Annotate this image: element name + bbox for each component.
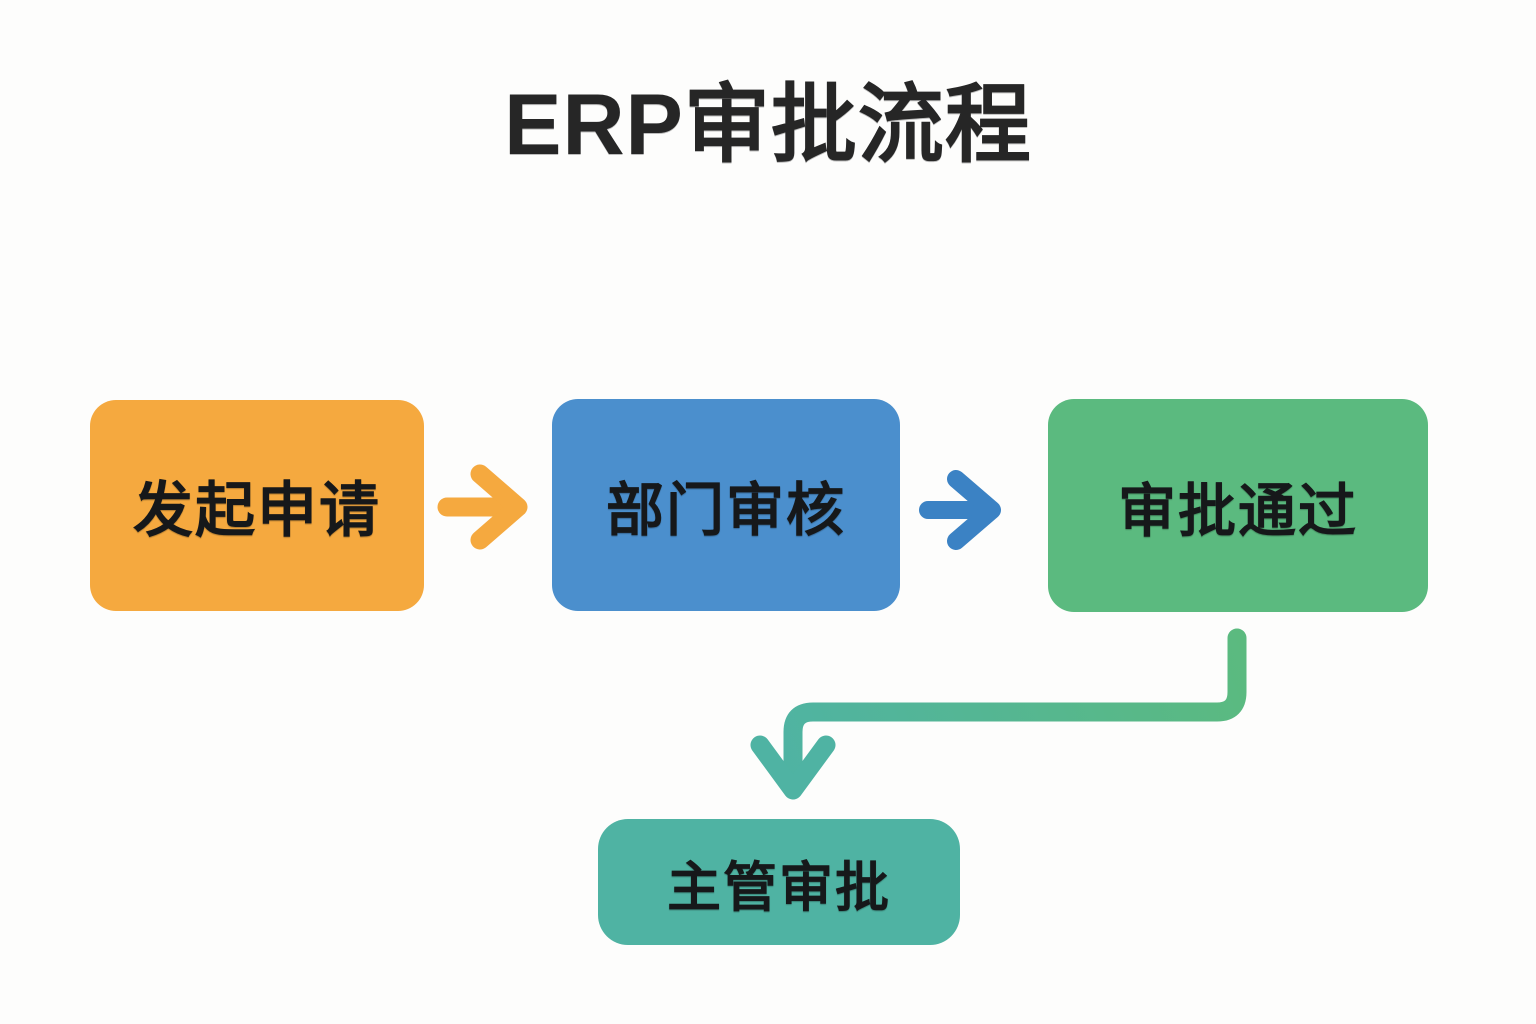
node-manager-approval-label: 主管审批 [667,857,891,918]
node-approved[interactable]: 审批通过 [1048,399,1428,612]
page-title: ERP审批流程 [504,77,1032,173]
node-start-label: 发起申请 [133,477,381,544]
node-dept-review[interactable]: 部门审核 [552,399,900,611]
node-start[interactable]: 发起申请 [90,400,424,611]
connector-start-to-dept [437,464,528,550]
node-dept-review-label: 部门审核 [605,478,846,543]
node-manager-approval[interactable]: 主管审批 [598,819,960,945]
connector-approved-to-manager [750,628,1247,800]
connector-dept-to-approved [919,470,1001,550]
node-approved-label: 审批通过 [1117,478,1358,544]
